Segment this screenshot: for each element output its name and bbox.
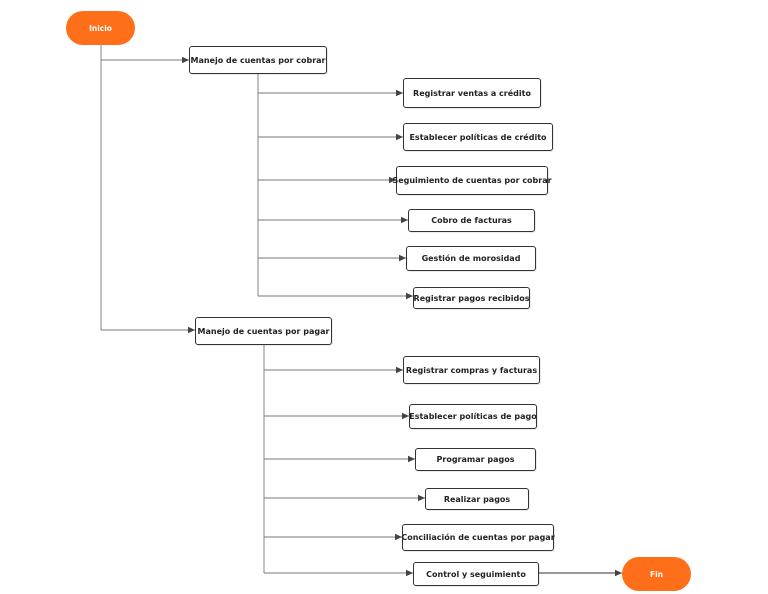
pagar-step-4-label: Realizar pagos — [443, 494, 511, 504]
cobrar-step-4-label: Cobro de facturas — [431, 216, 512, 225]
pagar-step-6: Control y seguimiento — [413, 562, 539, 586]
cobrar-title: Manejo de cuentas por cobrar — [190, 55, 326, 65]
pagar-step-2-label: Establecer políticas de pago — [409, 412, 537, 421]
cobrar-step-5-label: Gestión de morosidad — [421, 254, 521, 263]
start-label: Inicio — [89, 23, 112, 33]
pagar-step-3: Programar pagos — [415, 448, 536, 471]
pagar-step-5-label: Conciliación de cuentas por pagar — [401, 533, 555, 542]
cobrar-step-3-label: Seguimiento de cuentas por cobrar — [392, 176, 552, 185]
pagar-step-5: Conciliación de cuentas por pagar — [401, 524, 555, 551]
start-node: Inicio — [66, 11, 135, 45]
pagar-title: Manejo de cuentas por pagar — [197, 326, 330, 336]
pagar-title-box: Manejo de cuentas por pagar — [195, 317, 332, 345]
pagar-step-1-label: Registrar compras y facturas — [405, 365, 538, 375]
cobrar-step-6: Registrar pagos recibidos — [413, 287, 530, 309]
cobrar-step-2: Establecer políticas de crédito — [403, 123, 553, 151]
cobrar-step-3: Seguimiento de cuentas por cobrar — [392, 166, 552, 195]
cobrar-step-1: Registrar ventas a crédito — [403, 78, 541, 108]
pagar-step-3-label: Programar pagos — [436, 455, 515, 464]
pagar-step-2: Establecer políticas de pago — [409, 404, 537, 429]
end-label: Fin — [649, 569, 664, 579]
cobrar-step-6-label: Registrar pagos recibidos — [413, 293, 530, 303]
pagar-step-6-label: Control y seguimiento — [426, 569, 526, 579]
cobrar-step-1-label: Registrar ventas a crédito — [413, 88, 531, 98]
cobrar-step-4: Cobro de facturas — [408, 209, 535, 232]
cobrar-step-5: Gestión de morosidad — [406, 246, 536, 271]
pagar-step-4: Realizar pagos — [425, 488, 529, 510]
cobrar-title-box: Manejo de cuentas por cobrar — [189, 46, 327, 74]
pagar-step-1: Registrar compras y facturas — [403, 356, 540, 384]
cobrar-step-2-label: Establecer políticas de crédito — [409, 132, 547, 142]
end-node: Fin — [622, 557, 691, 591]
